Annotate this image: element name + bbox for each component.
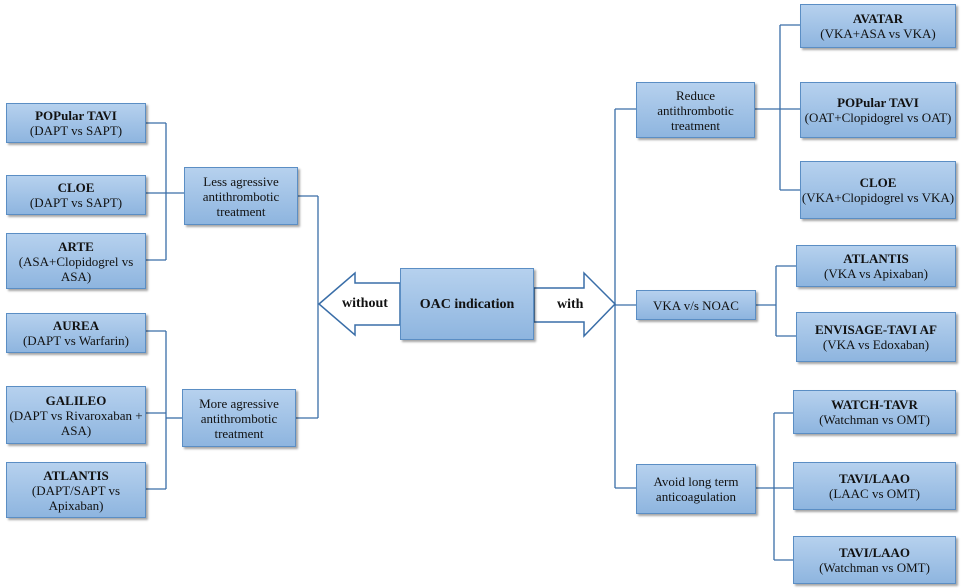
less-aggressive-box: Less agressive antithrombotic treatment	[184, 167, 298, 225]
reduce-treatment-box: Reduce antithrombotic treatment	[636, 82, 755, 138]
trial-comparison: (VKA vs Edoxaban)	[822, 337, 930, 352]
trial-name: WATCH-TAVR	[831, 397, 918, 412]
trial-box-tavi-laao-1: TAVI/LAAO (LAAC vs OMT)	[793, 462, 956, 510]
more-aggressive-label: More agressive antithrombotic treatment	[199, 395, 279, 441]
trial-box-galileo: GALILEO (DAPT vs Rivaroxaban + ASA)	[6, 386, 146, 444]
with-label: with	[557, 297, 584, 312]
trial-comparison: (DAPT vs Rivaroxaban + ASA)	[9, 407, 143, 438]
trial-comparison: (DAPT/SAPT vs Apixaban)	[31, 482, 121, 513]
trial-name: TAVI/LAAO	[838, 471, 911, 486]
trial-comparison: (DAPT vs Warfarin)	[22, 333, 130, 348]
trial-box-arte: ARTE (ASA+Clopidogrel vs ASA)	[6, 233, 146, 289]
trial-name: POPular TAVI	[35, 108, 117, 123]
vka-vs-noac-label: VKA v/s NOAC	[653, 297, 739, 313]
less-aggressive-label: Less agressive antithrombotic treatment	[202, 173, 280, 219]
right-arrow	[533, 271, 617, 338]
trial-comparison: (VKA vs Apixaban)	[824, 266, 928, 281]
trial-name: AUREA	[52, 318, 100, 333]
oac-indication-label: OAC indication	[419, 296, 515, 312]
trial-box-cloe-left: CLOE (DAPT vs SAPT)	[6, 175, 146, 215]
trial-name: ARTE	[58, 238, 94, 254]
trial-name: CLOE	[859, 175, 897, 190]
trial-name: GALILEO	[45, 392, 107, 408]
trial-comparison: (OAT+Clopidogrel vs OAT)	[804, 110, 952, 125]
trial-comparison: (VKA+Clopidogrel vs VKA)	[801, 190, 955, 205]
trial-comparison: (DAPT vs SAPT)	[29, 195, 123, 210]
avoid-anticoagulation-label: Avoid long term anticoagulation	[653, 474, 739, 504]
trial-name: AVATAR	[852, 11, 904, 26]
trial-name: POPular TAVI	[837, 95, 919, 110]
trial-comparison: (Watchman vs OMT)	[819, 560, 930, 575]
trial-box-atlantis-right: ATLANTIS (VKA vs Apixaban)	[796, 245, 956, 287]
trial-box-tavi-laao-2: TAVI/LAAO (Watchman vs OMT)	[793, 536, 956, 584]
trial-name: TAVI/LAAO	[838, 545, 911, 560]
trial-comparison: (Watchman vs OMT)	[819, 412, 930, 427]
trial-comparison: (VKA+ASA vs VKA)	[820, 26, 936, 41]
more-aggressive-box: More agressive antithrombotic treatment	[182, 389, 296, 447]
oac-indication-box: OAC indication	[400, 268, 534, 340]
trial-box-popular-tavi-right: POPular TAVI (OAT+Clopidogrel vs OAT)	[800, 82, 956, 138]
trial-name: CLOE	[57, 180, 95, 195]
trial-box-aurea: AUREA (DAPT vs Warfarin)	[6, 313, 146, 353]
trial-box-avatar: AVATAR (VKA+ASA vs VKA)	[800, 4, 956, 48]
vka-vs-noac-box: VKA v/s NOAC	[636, 290, 756, 320]
trial-box-popular-tavi-left: POPular TAVI (DAPT vs SAPT)	[6, 103, 146, 143]
avoid-anticoagulation-box: Avoid long term anticoagulation	[636, 464, 756, 514]
trial-name: ENVISAGE-TAVI AF	[815, 322, 937, 337]
without-label: without	[342, 296, 388, 311]
reduce-treatment-label: Reduce antithrombotic treatment	[657, 87, 734, 133]
trial-box-watch-tavr: WATCH-TAVR (Watchman vs OMT)	[793, 390, 956, 434]
trial-box-envisage-tavi-af: ENVISAGE-TAVI AF (VKA vs Edoxaban)	[796, 312, 956, 362]
trial-comparison: (DAPT vs SAPT)	[29, 123, 123, 138]
trial-comparison: (ASA+Clopidogrel vs ASA)	[18, 253, 134, 284]
trial-name: ATLANTIS	[43, 467, 109, 483]
trial-name: ATLANTIS	[843, 251, 909, 266]
trial-comparison: (LAAC vs OMT)	[829, 486, 920, 501]
trial-box-atlantis-left: ATLANTIS (DAPT/SAPT vs Apixaban)	[6, 462, 146, 518]
trial-box-cloe-right: CLOE (VKA+Clopidogrel vs VKA)	[800, 161, 956, 219]
